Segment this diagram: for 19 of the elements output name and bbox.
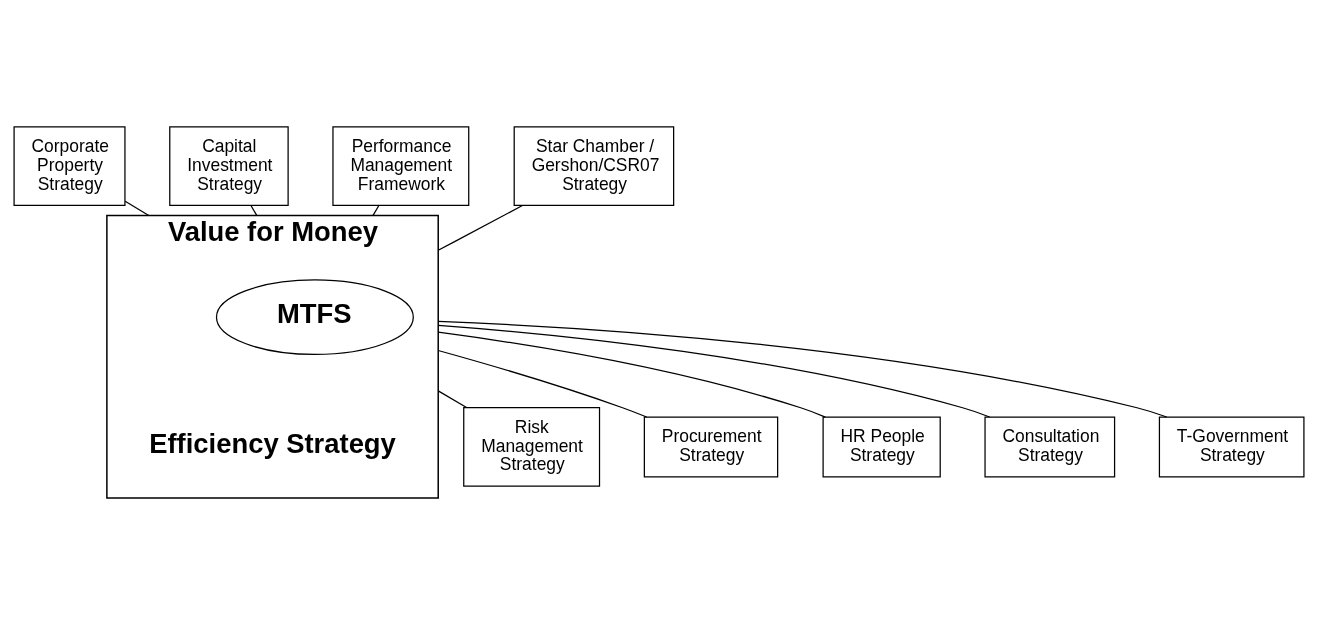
connector — [437, 349, 648, 418]
connector — [372, 205, 380, 217]
node-box: Procurement Strategy — [643, 416, 779, 478]
connector — [437, 204, 524, 251]
node-box: HR People Strategy — [822, 416, 941, 478]
node-box: Consultation Strategy — [984, 416, 1116, 478]
connector — [437, 390, 468, 409]
node-box: Capital Investment Strategy — [169, 126, 289, 207]
connector — [250, 205, 258, 217]
connector — [437, 331, 826, 418]
connector — [437, 320, 1168, 418]
node-box: Corporate Property Strategy — [13, 126, 126, 207]
node-box: Star Chamber / Gershon/CSR07 Strategy — [513, 126, 675, 207]
node-box: Performance Management Framework — [332, 126, 470, 207]
node-box: T-Government Strategy — [1158, 416, 1305, 478]
node-box: Risk Management Strategy — [463, 407, 601, 487]
node-ellipse: MTFS — [215, 279, 414, 356]
connector — [437, 324, 991, 418]
connector — [124, 200, 150, 217]
